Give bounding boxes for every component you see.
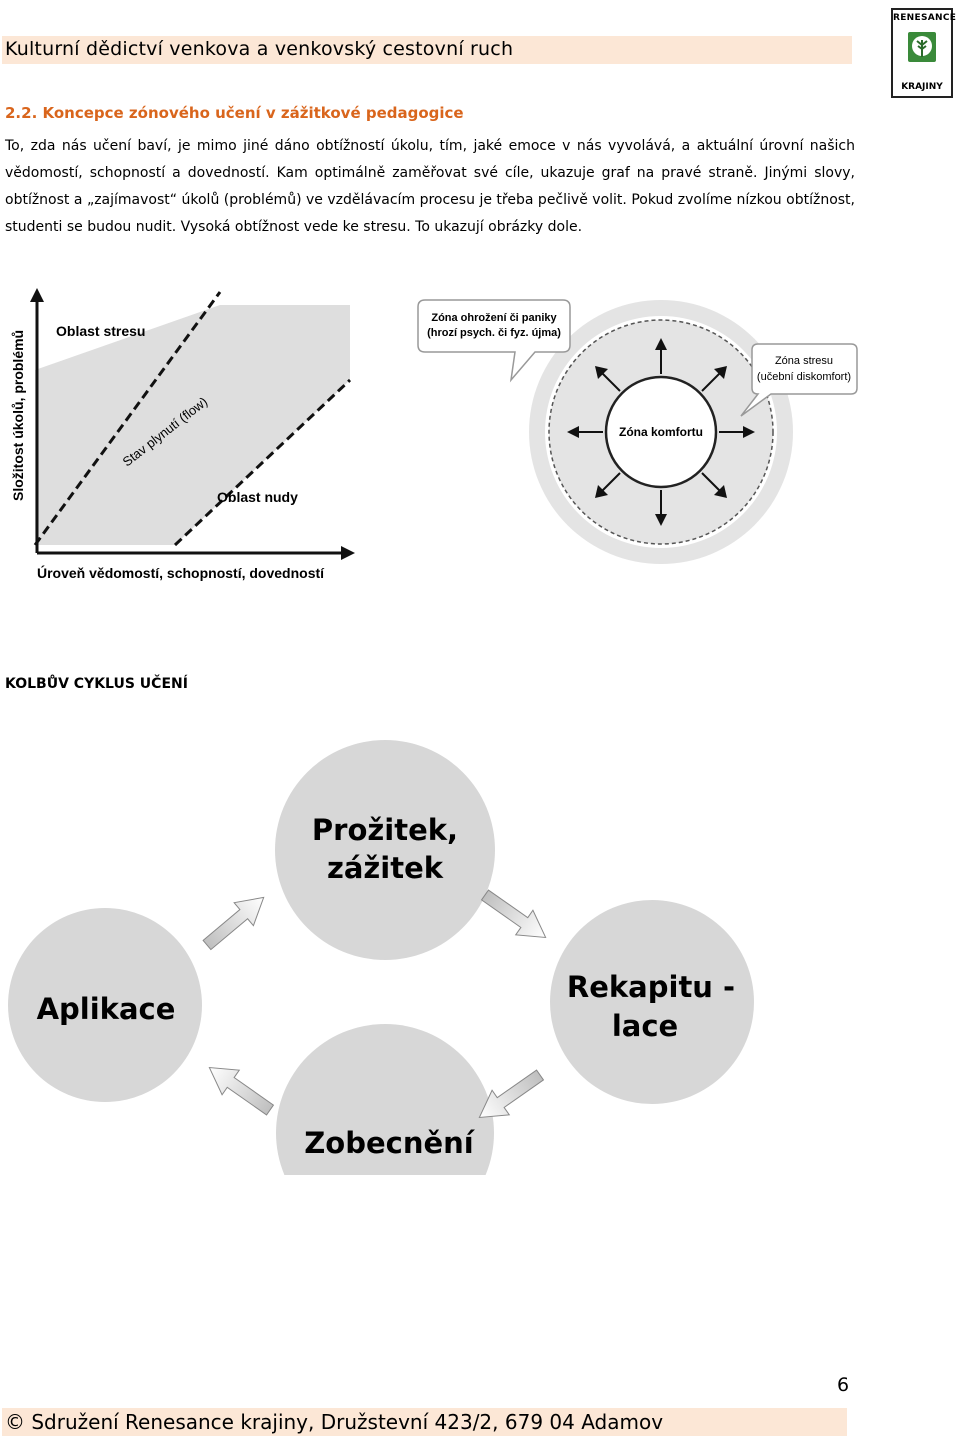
reflection-circle <box>550 900 754 1104</box>
learning-zones-diagram: Zóna ohrožení či paniky (hrozí psych. či… <box>417 299 858 564</box>
logo-top-text: RENESANCE <box>893 13 957 23</box>
flow-chart: Složitost úkolů, problémů Úroveň vědomos… <box>10 288 355 581</box>
section-paragraph: To, zda nás učení baví, je mimo jiné dán… <box>5 138 855 235</box>
flow-channel <box>35 305 350 545</box>
reflection-label-line1: Rekapitu - <box>567 970 735 1004</box>
arrow-head-icons <box>567 338 755 526</box>
panic-zone-subtitle: (hrozí psych. či fyz. újma) <box>427 327 561 339</box>
footer-copyright: © Sdružení Renesance krajiny, Družstevní… <box>5 1410 664 1434</box>
comfort-zone-label: Zóna komfortu <box>619 425 703 439</box>
panic-zone-title: Zóna ohrožení či paniky <box>431 312 557 324</box>
logo-bottom-text: KRAJINY <box>901 82 943 92</box>
header-bar <box>2 36 852 64</box>
stress-zone-subtitle: (učební diskomfort) <box>757 371 851 383</box>
y-axis-label: Složitost úkolů, problémů <box>10 330 26 501</box>
lower-boundary <box>173 378 352 547</box>
x-axis-arrow-icon <box>341 546 355 560</box>
y-axis-arrow-icon <box>30 288 44 302</box>
tree-icon <box>908 32 936 62</box>
kolb-heading: KOLBŮV CYKLUS UČENÍ <box>5 676 188 692</box>
x-axis-label: Úroveň vědomostí, schopností, dovedností <box>37 564 325 581</box>
stress-area-label: Oblast stresu <box>56 323 145 339</box>
arrow-to-experience-icon <box>202 896 265 951</box>
section-heading: 2.2. Koncepce zónového učení v zážitkové… <box>5 104 464 122</box>
arrow-to-generalization-icon <box>478 1069 545 1119</box>
arrow-to-reflection-icon <box>480 889 547 939</box>
reflection-label-line2: lace <box>612 1009 678 1043</box>
kolb-cycle-diagram: Prožitek, zážitek Rekapitu - lace Zobecn… <box>8 740 754 1175</box>
experience-circle <box>275 740 495 960</box>
experience-label-line2: zážitek <box>327 851 444 885</box>
application-circle <box>8 908 202 1102</box>
upper-boundary <box>33 291 222 546</box>
expansion-arrows <box>575 346 747 518</box>
stress-zone-title: Zóna stresu <box>775 355 833 367</box>
page-number: 6 <box>837 1374 850 1396</box>
generalization-circle <box>276 1024 494 1175</box>
boredom-area-label: Oblast nudy <box>217 489 298 505</box>
renesance-logo: RENESANCE KRAJINY <box>891 8 957 98</box>
footer-bar <box>2 1408 847 1436</box>
panic-zone-callout <box>417 299 571 383</box>
application-label: Aplikace <box>37 992 176 1026</box>
document-title: Kulturní dědictví venkova a venkovský ce… <box>5 38 514 60</box>
stress-zone-callout <box>740 343 858 417</box>
experience-label-line1: Prožitek, <box>312 813 458 847</box>
arrow-to-application-icon <box>208 1066 275 1116</box>
generalization-label: Zobecnění <box>304 1126 476 1160</box>
comfort-zone-circle <box>604 375 718 489</box>
